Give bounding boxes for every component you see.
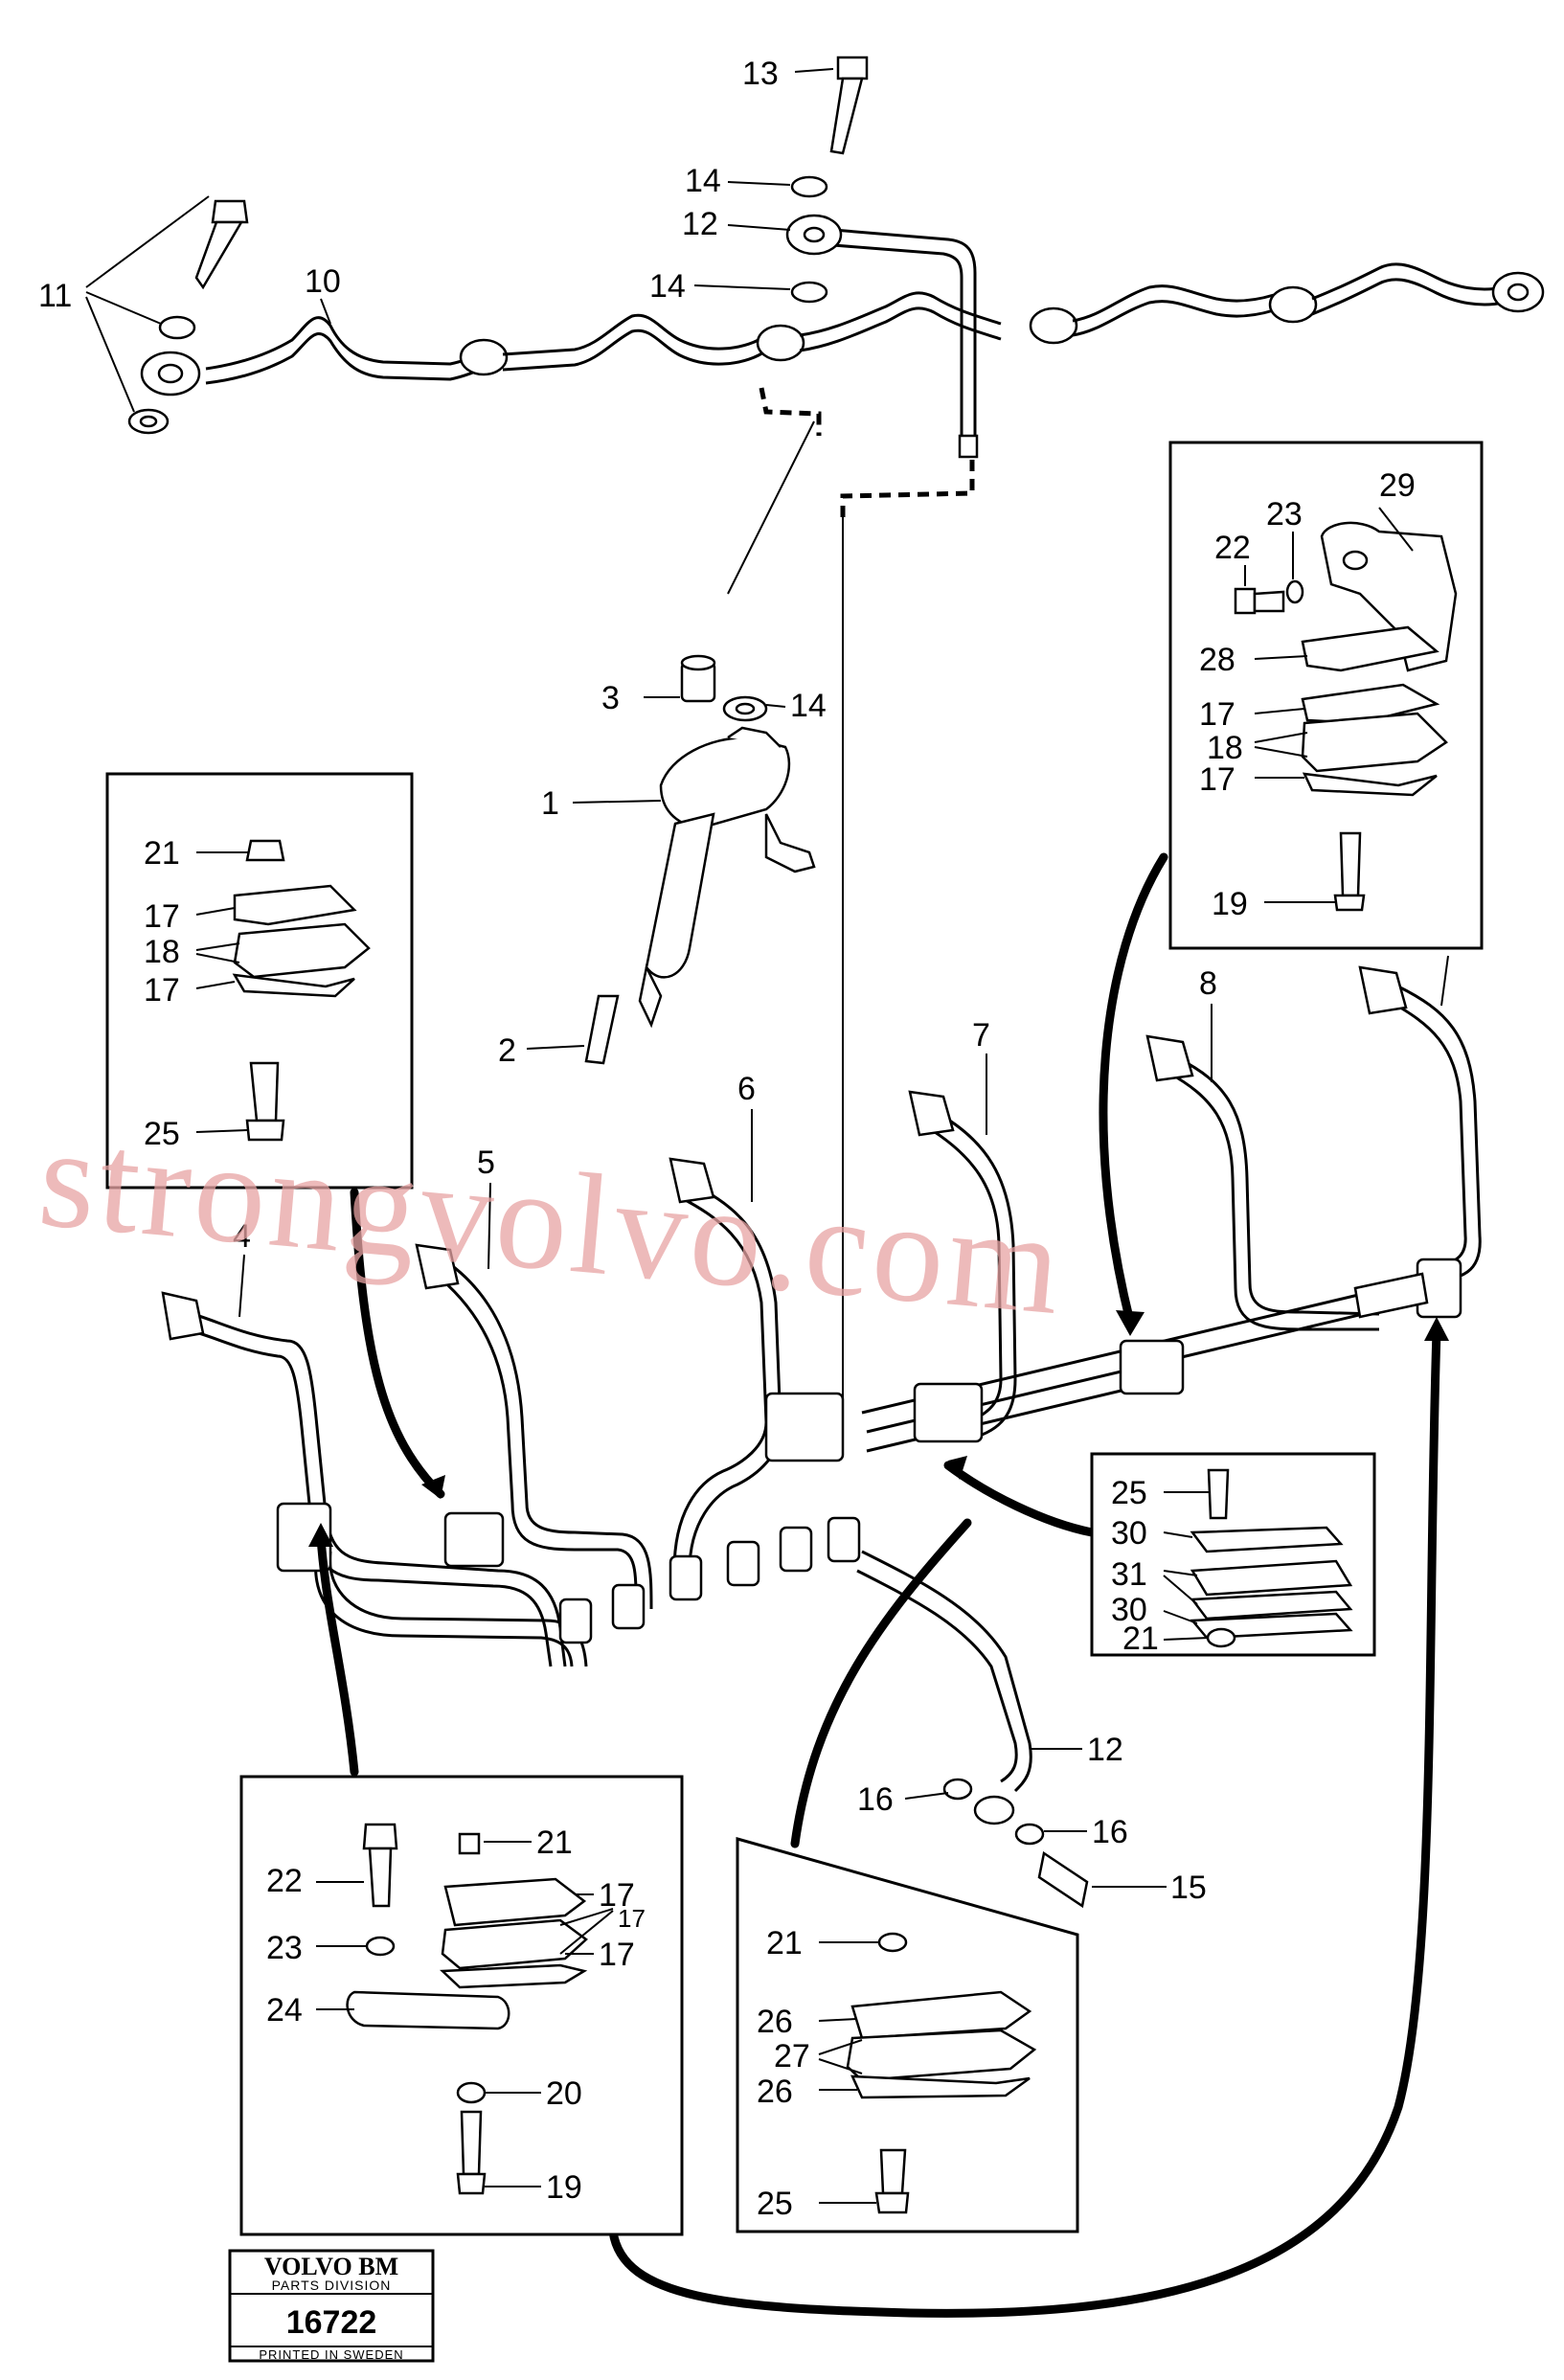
box-tl-label-17a: 17 (144, 898, 180, 935)
injection-pipes (161, 965, 1482, 1909)
box-tr-label-23: 23 (1266, 496, 1303, 533)
label-12-low: 12 (1087, 1732, 1123, 1768)
box-tr-label-18: 18 (1207, 730, 1243, 766)
box-mr-label-21: 21 (1122, 1621, 1159, 1657)
detail-box-middle-right: 25 30 31 30 21 (1090, 1452, 1376, 1657)
label-2: 2 (498, 1032, 516, 1069)
pump-outlet-nuts (558, 1516, 861, 1644)
box-bl-label-17a: 17 (599, 1877, 635, 1914)
box-tl-label-21: 21 (144, 835, 180, 872)
box-bm-label-26a: 26 (757, 2004, 793, 2040)
label-6: 6 (737, 1071, 756, 1107)
box-mr-label-30b: 30 (1111, 1592, 1147, 1628)
detail-box-bottom-middle: 21 26 27 26 25 (736, 1837, 1079, 2233)
box-tr-label-17a: 17 (1199, 696, 1235, 733)
label-7: 7 (972, 1017, 990, 1054)
box-bm-label-27: 27 (774, 2038, 810, 2074)
stamp-division: PARTS DIVISION (272, 2278, 392, 2293)
box-tl-label-25: 25 (144, 1116, 180, 1152)
callout-arrows (308, 852, 1449, 2318)
box-bm-label-26b: 26 (757, 2074, 793, 2110)
label-16-a: 16 (857, 1781, 894, 1818)
label-14-a: 14 (685, 163, 721, 199)
box-mr-label-25: 25 (1111, 1475, 1147, 1511)
label-8: 8 (1199, 965, 1217, 1002)
box-bl-label-17c: 17 (599, 1937, 635, 1973)
label-4: 4 (233, 1218, 251, 1255)
box-tr-label-19: 19 (1212, 886, 1248, 922)
box-bl-label-22: 22 (266, 1863, 303, 1899)
box-tr-label-29: 29 (1379, 467, 1416, 504)
label-1: 1 (541, 785, 559, 822)
box-mr-label-31: 31 (1111, 1556, 1147, 1593)
main-labels: 13 14 12 14 10 11 3 14 1 2 4 5 6 7 8 9 1… (38, 56, 1452, 1906)
box-tr-label-28: 28 (1199, 642, 1235, 678)
box-bm-label-21: 21 (766, 1925, 803, 1961)
box-bm-label-25: 25 (757, 2186, 793, 2222)
box-bl-label-24: 24 (266, 1992, 303, 2029)
stamp-footer: PRINTED IN SWEDEN (259, 2347, 403, 2362)
label-12-top: 12 (682, 206, 718, 242)
injector-assembly (584, 654, 816, 1065)
label-16-b: 16 (1092, 1814, 1128, 1850)
label-11: 11 (38, 278, 72, 314)
box-bl-label-17b: 17 (618, 1904, 646, 1933)
stamp-brand: VOLVO BM (264, 2253, 398, 2280)
box-tl-label-17b: 17 (144, 972, 180, 1009)
volvo-bm-stamp: VOLVO BM PARTS DIVISION 16722 PRINTED IN… (228, 2249, 435, 2363)
detail-box-top-left: 21 17 18 17 25 (105, 772, 414, 1190)
label-13: 13 (742, 56, 779, 92)
label-10: 10 (305, 263, 341, 300)
detail-box-top-right: 29 23 22 28 17 18 17 19 (1168, 441, 1484, 950)
box-mr-label-30a: 30 (1111, 1515, 1147, 1552)
box-bl-label-19: 19 (546, 2169, 582, 2206)
label-14-c: 14 (790, 688, 827, 724)
label-3: 3 (601, 680, 620, 716)
box-tl-label-18: 18 (144, 934, 180, 970)
label-5: 5 (477, 1145, 495, 1181)
box-bl-label-20: 20 (546, 2075, 582, 2112)
box-bl-label-23: 23 (266, 1930, 303, 1966)
detail-box-bottom-left: 22 21 17 17 23 17 24 20 19 (239, 1775, 684, 2236)
stamp-number: 16722 (286, 2304, 377, 2341)
box-tr-label-22: 22 (1214, 530, 1251, 566)
box-bl-label-21: 21 (536, 1825, 573, 1861)
box-tr-label-17b: 17 (1199, 761, 1235, 798)
leak-off-pipe-assembly (127, 56, 1545, 1427)
label-14-b: 14 (649, 268, 686, 305)
label-15: 15 (1170, 1870, 1207, 1906)
